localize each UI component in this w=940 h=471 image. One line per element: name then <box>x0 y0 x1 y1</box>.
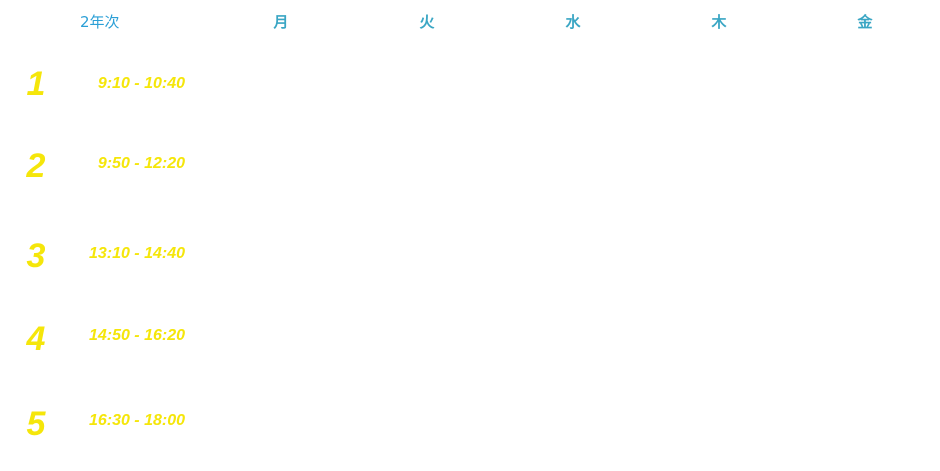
period-time-2: 9:50 - 12:20 <box>97 155 185 172</box>
period-time-4: 14:50 - 16:20 <box>88 327 185 344</box>
period-number-4: 4 <box>26 320 46 358</box>
period-time-5: 16:30 - 18:00 <box>88 412 185 429</box>
day-header-tue: 火 <box>419 13 435 31</box>
day-header-fri: 金 <box>857 13 873 31</box>
period-number-3: 3 <box>26 237 46 275</box>
period-number-2: 2 <box>26 147 46 185</box>
day-header-wed: 水 <box>565 13 581 31</box>
day-header-thu: 木 <box>711 13 727 31</box>
period-time-3: 13:10 - 14:40 <box>88 245 185 262</box>
year-label: 2年次 <box>80 13 120 31</box>
period-number-1: 1 <box>26 65 46 103</box>
period-time-1: 9:10 - 10:40 <box>97 75 185 92</box>
day-header-mon: 月 <box>273 13 289 31</box>
period-number-5: 5 <box>26 405 46 443</box>
